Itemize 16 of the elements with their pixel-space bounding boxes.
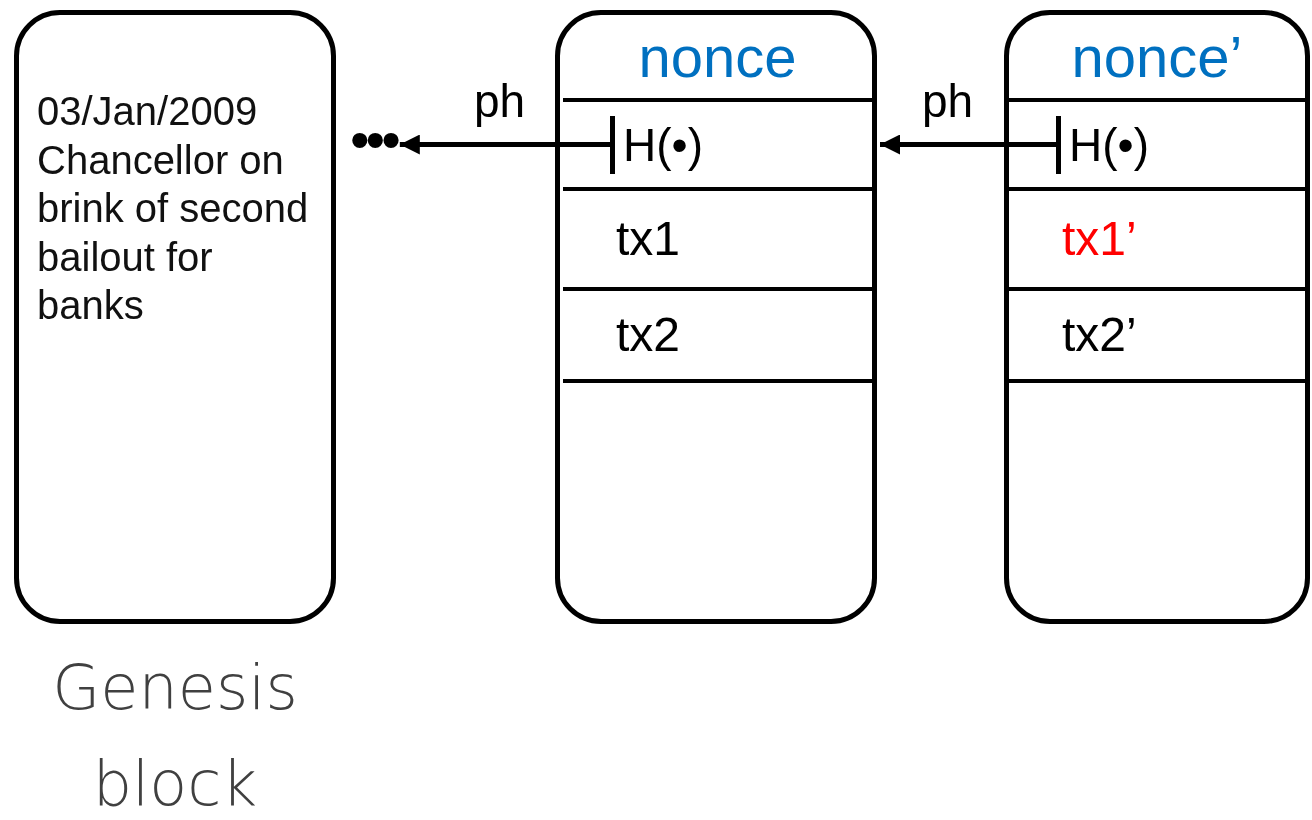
nonce-field: nonce’: [1071, 27, 1243, 86]
block-box: [14, 10, 336, 624]
transaction-field: tx1’: [1062, 215, 1137, 263]
headline-text: 03/Jan/2009 Chancellor on brink of second bailout for banks: [37, 88, 310, 329]
block-caption: Genesis block: [51, 650, 299, 820]
ellipsis: •••: [350, 112, 397, 168]
transaction-field: tx2’: [1062, 311, 1137, 359]
transaction-field: tx1: [616, 215, 681, 263]
block-box: [555, 10, 877, 624]
arrow: [399, 134, 610, 155]
block-box: [1004, 10, 1310, 624]
hash-field: H(•): [610, 115, 703, 174]
transaction-field: tx2: [616, 311, 681, 359]
arrow: [880, 134, 1056, 155]
nonce-field: nonce: [638, 27, 797, 86]
hash-field: H(•): [1056, 115, 1149, 174]
